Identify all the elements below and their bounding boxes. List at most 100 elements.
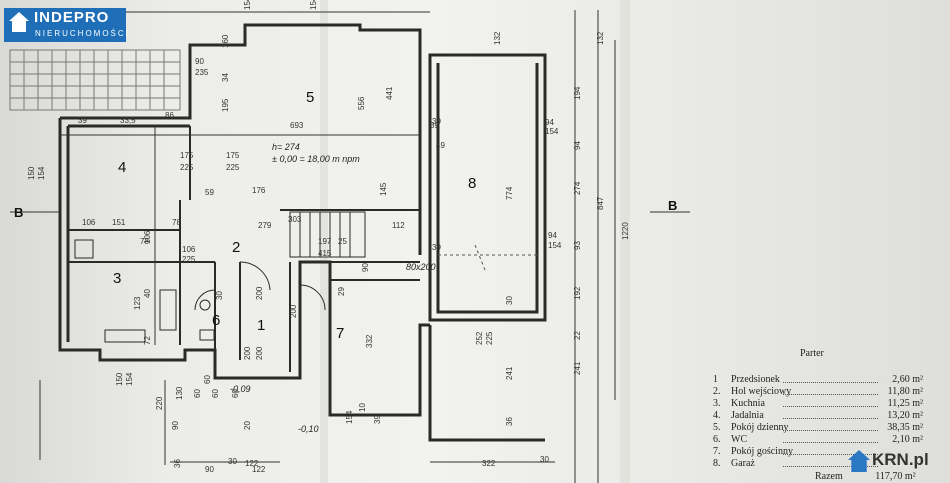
- total-value: 117,70 m²: [875, 471, 916, 482]
- room-number-2: 2: [232, 239, 240, 256]
- schedule-title: Parter: [800, 348, 824, 359]
- dimension-label: 123: [133, 296, 142, 310]
- dimension-label: 36: [505, 417, 514, 426]
- dimension-label: 22: [573, 331, 582, 340]
- dimension-lines: [10, 10, 690, 483]
- dimension-label: 154: [243, 0, 252, 10]
- schedule-row: 7.Pokój gościnny: [713, 446, 933, 458]
- room-number-1: 1: [257, 317, 265, 334]
- dimension-label: 322: [482, 459, 496, 468]
- agency-subline: NIERUCHOMOŚCI: [35, 29, 130, 38]
- dimension-label: 200: [255, 286, 264, 300]
- dimension-label: 106: [182, 245, 196, 254]
- dimension-label: 693: [290, 121, 304, 130]
- room-number-5: 5: [306, 89, 314, 106]
- total-label: Razem: [815, 471, 843, 482]
- dimension-label: 154: [37, 166, 46, 180]
- level-outside: -0,10: [298, 424, 319, 434]
- dimension-label: 441: [385, 86, 394, 100]
- dimension-label: 200: [289, 304, 298, 318]
- room-number-6: 6: [212, 312, 220, 329]
- dimension-label: 225: [180, 163, 194, 172]
- dimension-label: 252: [475, 331, 484, 345]
- dimension-label: 94: [573, 141, 582, 150]
- dimension-label: 30: [228, 457, 237, 466]
- level-zero: ± 0,00 = 18,00 m npm: [272, 154, 360, 164]
- dimension-label: 279: [258, 221, 272, 230]
- level-height: h= 274: [272, 142, 300, 152]
- garage-lines: [438, 244, 537, 271]
- dimension-label: 72: [143, 336, 152, 345]
- staircase: [289, 211, 366, 258]
- terrace-tiles: [9, 49, 181, 111]
- dimension-label: 220: [155, 396, 164, 410]
- dimension-label: 20: [243, 421, 252, 430]
- agency-watermark: INDEPRO NIERUCHOMOŚCI: [4, 8, 128, 42]
- dimension-label: 154: [548, 241, 562, 250]
- dimension-label: 122: [245, 459, 259, 468]
- dimension-label: 93: [573, 241, 582, 250]
- dimension-label: 274: [573, 181, 582, 195]
- dimension-label: 59: [205, 188, 214, 197]
- dimension-label: 29: [337, 287, 346, 296]
- dimension-label: 241: [573, 361, 582, 375]
- dimension-label: 106: [143, 230, 152, 244]
- dimension-label: 241: [505, 366, 514, 380]
- dimension-label: 150: [115, 372, 124, 386]
- dimension-label: 30: [505, 296, 514, 305]
- dimension-numbers: 154 154 160 235 34 90 195 556 441 132 13…: [27, 0, 630, 474]
- dimension-label: 154: [309, 0, 318, 10]
- dimension-label: 176: [252, 186, 266, 195]
- dimension-label: 225: [485, 331, 494, 345]
- dimension-label: 33,5: [120, 116, 136, 125]
- dimension-label: 132: [493, 31, 502, 45]
- dimension-label: 90: [361, 263, 370, 272]
- dimension-label: 556: [357, 96, 366, 110]
- dimension-label: 34: [221, 73, 230, 82]
- dimension-label: 130: [175, 386, 184, 400]
- room-number-4: 4: [118, 159, 126, 176]
- dimension-label: 90: [171, 421, 180, 430]
- dimension-label: 106: [82, 218, 96, 227]
- krn-site-name: KRN.pl: [872, 450, 929, 469]
- dimension-label: 235: [195, 68, 209, 77]
- dimension-label: 194: [573, 86, 582, 100]
- dimension-label: 154: [125, 372, 134, 386]
- dimension-label: 303: [288, 215, 302, 224]
- level-notes: h= 274 ± 0,00 = 18,00 m npm -0,09 -0,10 …: [230, 142, 436, 434]
- dimension-label: 225: [182, 255, 196, 264]
- dimension-label: 94: [548, 231, 557, 240]
- dimension-label: 39: [432, 117, 441, 126]
- room-number-8: 8: [468, 175, 476, 192]
- dimension-label: 60: [203, 375, 212, 384]
- dimension-label: 225: [226, 163, 240, 172]
- dimension-label: 415: [318, 249, 332, 258]
- dimension-label: 40: [143, 289, 152, 298]
- dimension-label: 112: [392, 221, 405, 230]
- schedule-row: 8.Garaż: [713, 458, 933, 470]
- house-logo-icon: [9, 12, 29, 32]
- outer-walls: [58, 23, 547, 442]
- dimension-label: 39: [432, 243, 441, 252]
- dimension-label: 150: [27, 166, 36, 180]
- dimension-label: 122: [252, 465, 266, 474]
- schedule-total: Razem 117,70 m²: [815, 471, 916, 482]
- dimension-label: 10: [358, 403, 367, 412]
- door-swings: [194, 261, 326, 311]
- interior-walls: [68, 126, 420, 372]
- section-label-left: B: [14, 205, 23, 220]
- dimension-label: 90: [205, 465, 214, 474]
- room-numbers: 1 2 3 4 5 6 7 8: [113, 89, 476, 342]
- agency-name: INDEPRO: [34, 9, 110, 26]
- dimension-label: 60: [211, 389, 220, 398]
- dimension-label: 200: [255, 346, 264, 360]
- dimension-label: 200: [243, 346, 252, 360]
- dimension-label: 160: [221, 34, 230, 48]
